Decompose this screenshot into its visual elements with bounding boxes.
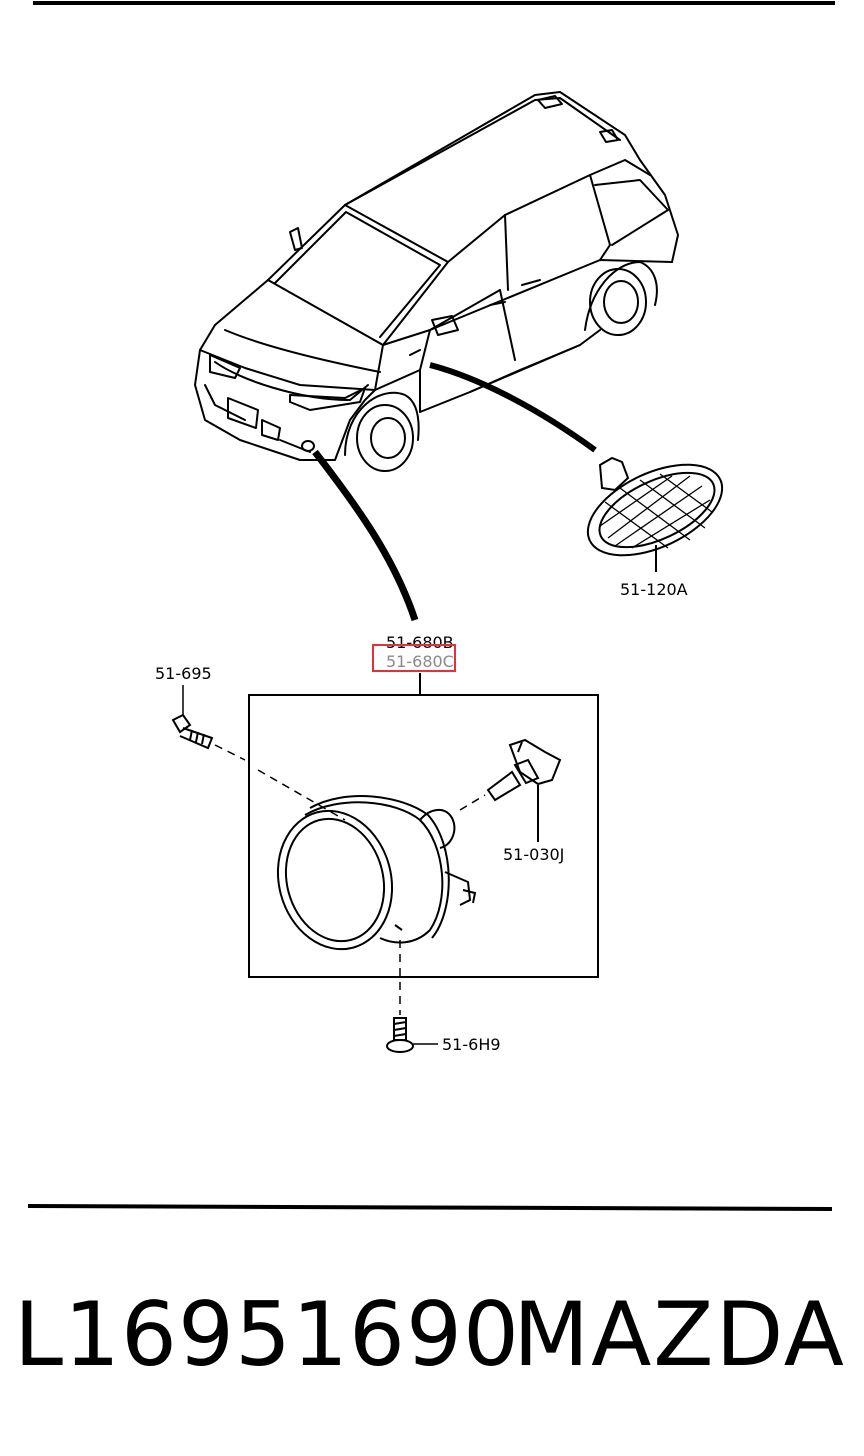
screw-bottom — [386, 1017, 414, 1053]
label-bulb: 51-030J — [503, 845, 564, 864]
label-screw-left: 51-695 — [155, 664, 212, 683]
label-side-marker: 51-120A — [620, 580, 688, 599]
side-marker-lamp — [586, 456, 724, 572]
bottom-rule — [27, 1204, 833, 1211]
bulb-dash — [459, 794, 486, 811]
vehicle-illustration — [194, 91, 679, 472]
screw-left — [171, 713, 214, 750]
highlight-box — [372, 644, 456, 672]
bulb — [486, 738, 562, 842]
leader-side-marker — [429, 362, 597, 453]
brand-name: MAZDA — [513, 1283, 846, 1386]
fog-lamp-assembly-box — [248, 694, 599, 978]
label-fog-lamp-b: 51-680B — [386, 633, 454, 652]
footer: L16951690 MAZDA — [0, 1275, 864, 1395]
leader-fog-lamp — [312, 449, 419, 622]
label-fog-lamp-c: 51-680C — [386, 652, 454, 671]
screw-left-dash — [214, 744, 346, 821]
part-number: L16951690 — [14, 1283, 520, 1386]
fog-lamp-unit — [276, 795, 477, 951]
label-screw-bottom: 51-6H9 — [442, 1035, 501, 1054]
